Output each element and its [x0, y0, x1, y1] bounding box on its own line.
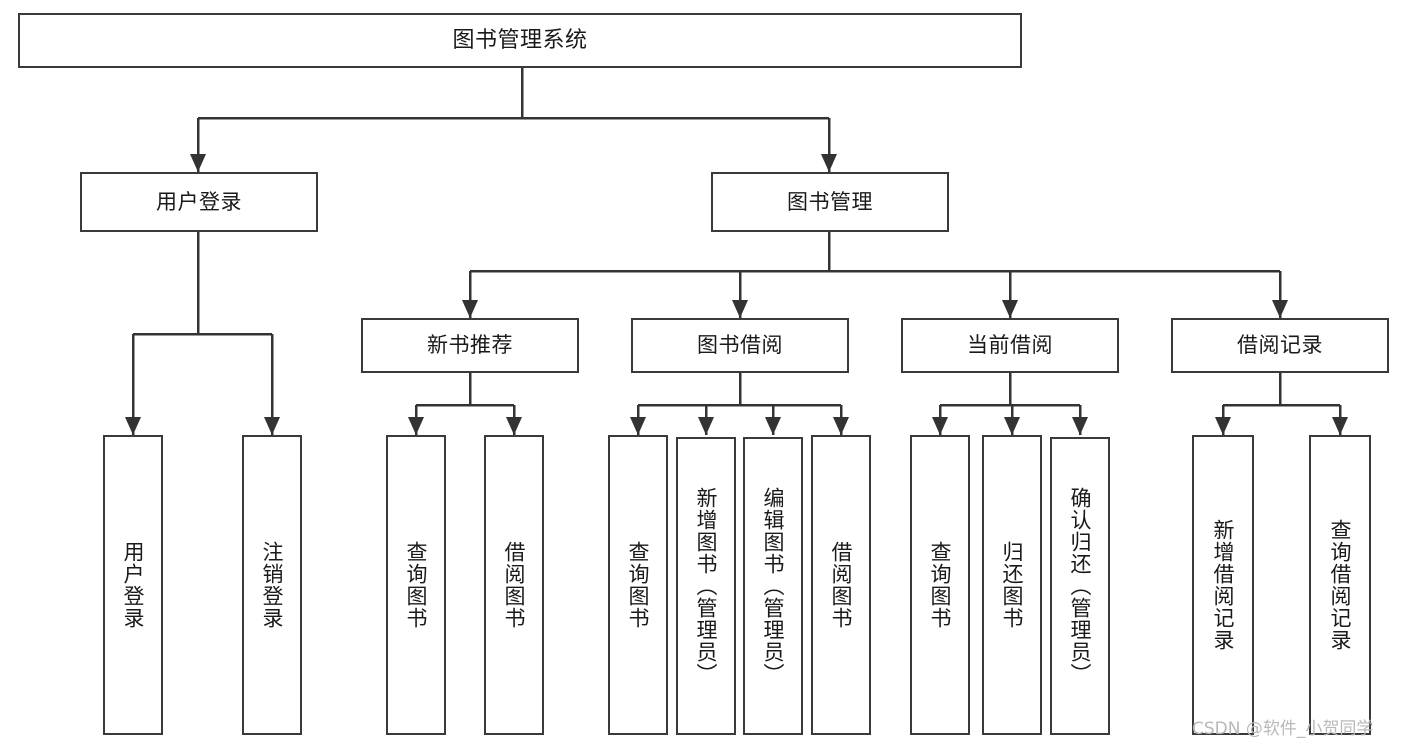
node-label: 查询图书	[626, 541, 651, 629]
node-label: 图书管理系统	[452, 27, 588, 53]
node-l1_1[interactable]: 图书管理	[711, 172, 949, 232]
node-l3_7[interactable]: 借阅图书	[811, 435, 871, 735]
node-label: 新增借阅记录	[1211, 519, 1236, 651]
node-l3_11[interactable]: 新增借阅记录	[1192, 435, 1254, 735]
node-label: 归还图书	[1000, 541, 1025, 629]
node-l2_3[interactable]: 借阅记录	[1171, 318, 1389, 373]
node-label: 新书推荐	[427, 333, 513, 358]
node-label: 确认归还（管理员）	[1068, 487, 1093, 685]
node-l3_10[interactable]: 确认归还（管理员）	[1050, 437, 1110, 735]
node-l3_8[interactable]: 查询图书	[910, 435, 970, 735]
node-label: 注销登录	[260, 541, 285, 629]
node-label: 当前借阅	[967, 333, 1053, 358]
node-label: 查询图书	[928, 541, 953, 629]
node-l1_0[interactable]: 用户登录	[80, 172, 318, 232]
node-l3_1[interactable]: 注销登录	[242, 435, 302, 735]
node-l3_9[interactable]: 归还图书	[982, 435, 1042, 735]
node-label: 查询借阅记录	[1328, 519, 1353, 651]
node-l3_5[interactable]: 新增图书（管理员）	[676, 437, 736, 735]
node-label: 借阅图书	[502, 541, 527, 629]
node-l2_2[interactable]: 当前借阅	[901, 318, 1119, 373]
node-l3_0[interactable]: 用户登录	[103, 435, 163, 735]
node-label: 借阅记录	[1237, 333, 1323, 358]
node-label: 用户登录	[121, 541, 146, 629]
node-label: 查询图书	[404, 541, 429, 629]
node-label: 新增图书（管理员）	[694, 487, 719, 685]
node-root[interactable]: 图书管理系统	[18, 13, 1022, 68]
node-l3_3[interactable]: 借阅图书	[484, 435, 544, 735]
node-l2_0[interactable]: 新书推荐	[361, 318, 579, 373]
csdn-watermark: CSDN @软件_小贺同学	[1192, 719, 1374, 739]
node-label: 借阅图书	[829, 541, 854, 629]
node-l3_6[interactable]: 编辑图书（管理员）	[743, 437, 803, 735]
node-l3_4[interactable]: 查询图书	[608, 435, 668, 735]
node-l2_1[interactable]: 图书借阅	[631, 318, 849, 373]
node-label: 编辑图书（管理员）	[761, 487, 786, 685]
node-l3_12[interactable]: 查询借阅记录	[1309, 435, 1371, 735]
node-label: 用户登录	[156, 189, 242, 214]
node-label: 图书借阅	[697, 333, 783, 358]
node-l3_2[interactable]: 查询图书	[386, 435, 446, 735]
node-label: 图书管理	[787, 189, 873, 214]
